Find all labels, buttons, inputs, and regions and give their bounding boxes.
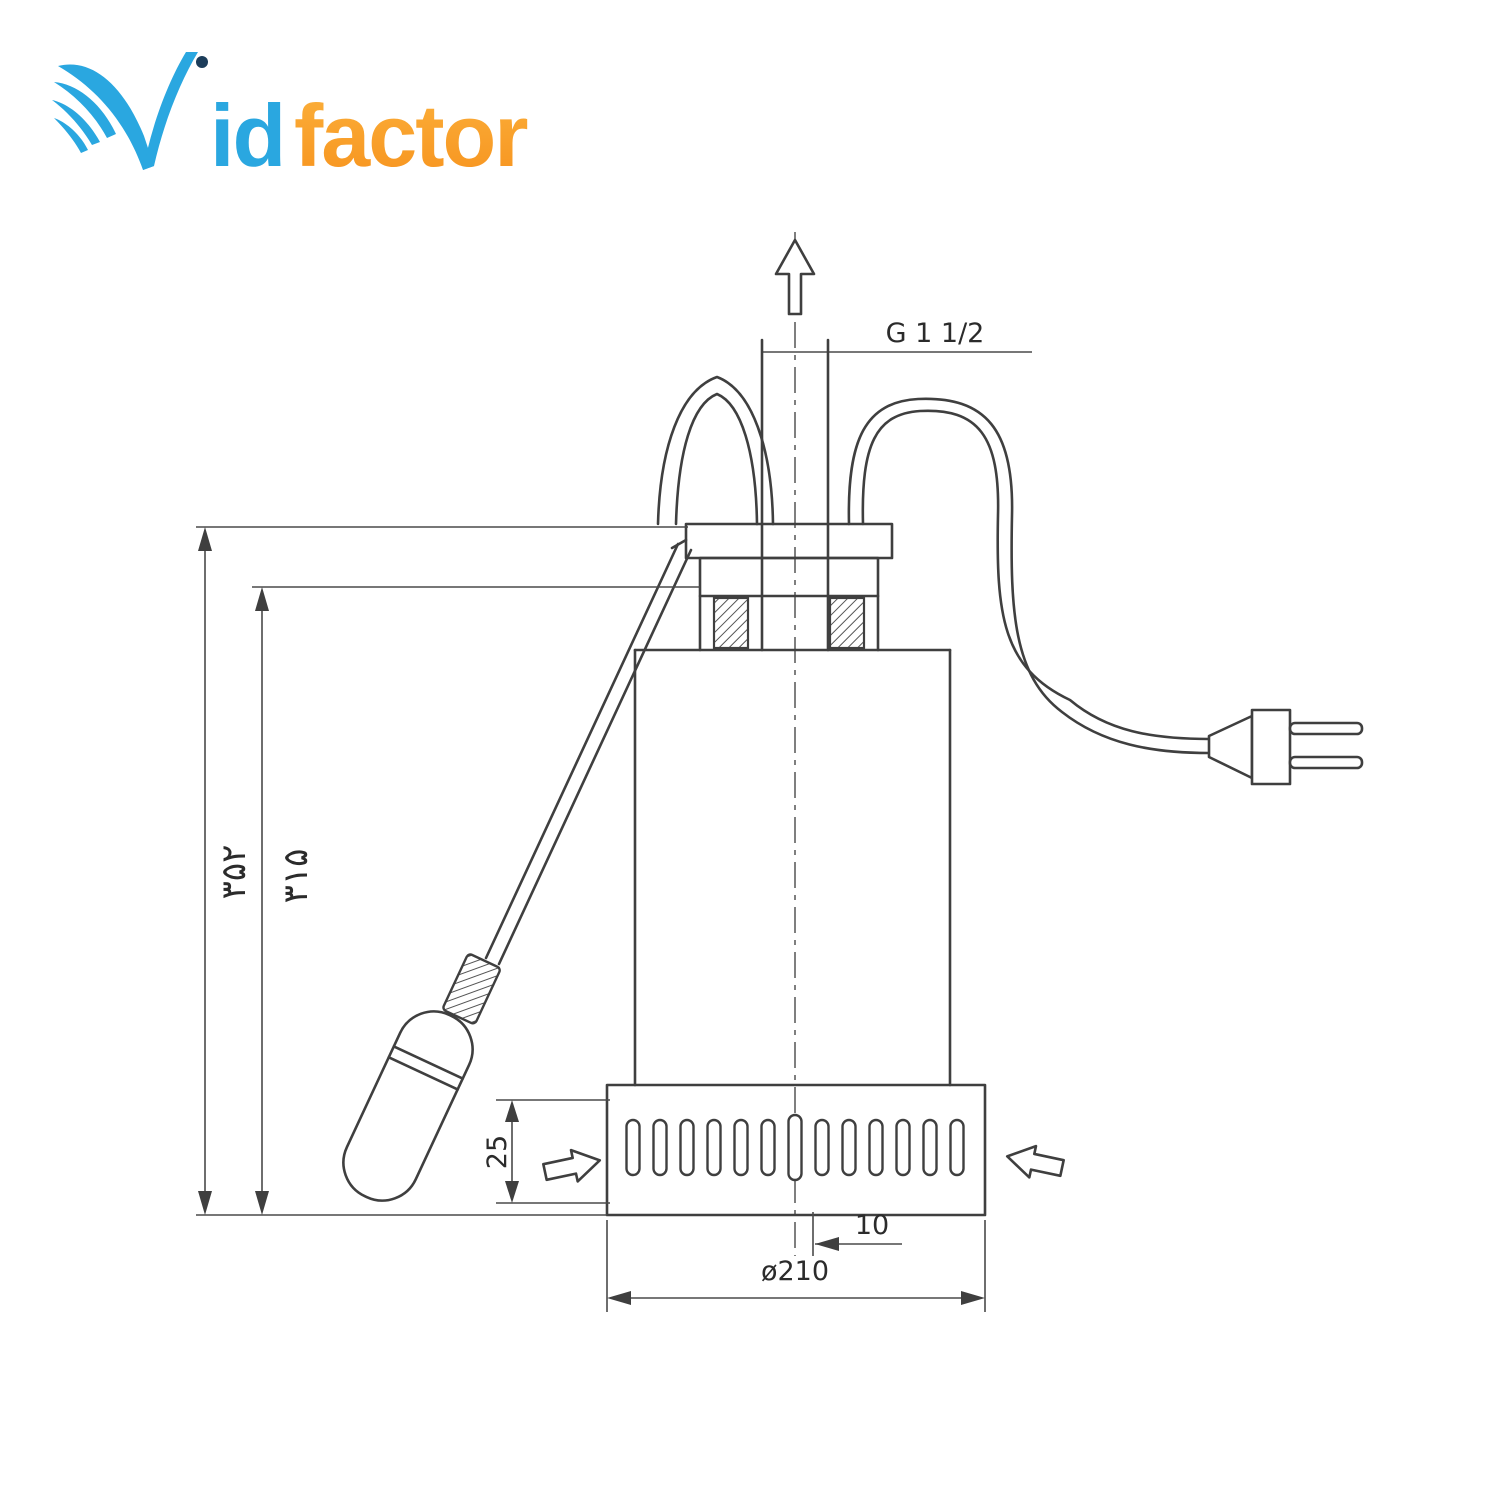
suction-strainer bbox=[605, 1083, 987, 1217]
arrowhead-up bbox=[505, 1100, 519, 1122]
float-capsule bbox=[342, 1010, 474, 1202]
float-cable-gland bbox=[442, 953, 501, 1025]
cap-band-upper bbox=[684, 522, 894, 560]
float-switch bbox=[342, 538, 693, 1202]
strainer-slot-center bbox=[787, 1113, 803, 1182]
arrowhead-down bbox=[198, 1191, 212, 1215]
logo-text-id: id bbox=[210, 86, 284, 185]
base-diameter-dimension: ø210 bbox=[606, 1220, 986, 1312]
logo-bird-eye bbox=[196, 56, 208, 68]
inlet-height-label: 25 bbox=[482, 1135, 513, 1169]
handle-outer bbox=[656, 375, 775, 526]
logo-text-factor: factor bbox=[294, 86, 527, 185]
cap-band-lower bbox=[698, 556, 880, 598]
strainer-housing bbox=[605, 1083, 987, 1217]
discharge-thread-dimension: G 1 1/2 bbox=[762, 318, 1032, 364]
base-diameter-label: ø210 bbox=[761, 1256, 829, 1287]
plug-pin-bottom bbox=[1288, 755, 1364, 770]
float-band-1 bbox=[392, 1045, 465, 1080]
arrowhead-right bbox=[961, 1291, 985, 1305]
gland-body bbox=[442, 953, 501, 1025]
cable-line-inner bbox=[861, 409, 1211, 741]
strainer-slot bbox=[760, 1118, 776, 1177]
pump-top-cap bbox=[684, 522, 894, 652]
strainer-slot bbox=[733, 1118, 749, 1177]
pump-body bbox=[633, 648, 952, 1087]
strainer-slot bbox=[679, 1118, 695, 1177]
logo: id factor bbox=[52, 52, 529, 185]
power-cable bbox=[847, 397, 1364, 786]
wing-feather-2 bbox=[52, 100, 100, 145]
cap-seal-left bbox=[712, 596, 750, 650]
plug-body bbox=[1250, 708, 1292, 786]
arrowhead-down bbox=[255, 1191, 269, 1215]
thread-size-label: G 1 1/2 bbox=[886, 318, 985, 349]
arrowhead-up bbox=[198, 527, 212, 551]
drain-offset-label: 10 bbox=[855, 1210, 889, 1241]
plug-boot bbox=[1207, 714, 1254, 780]
float-band-2 bbox=[387, 1056, 459, 1091]
strainer-slot bbox=[652, 1118, 668, 1177]
flow-direction-arrow-icon bbox=[774, 238, 816, 316]
strainer-slot bbox=[868, 1118, 884, 1177]
inlet-arrow-right-icon bbox=[1005, 1144, 1065, 1179]
discharge-pipe bbox=[760, 338, 830, 652]
logo-v-right-leg bbox=[143, 52, 198, 170]
handle-inner bbox=[674, 392, 759, 526]
overall-height-label: ٣۵٢ bbox=[214, 845, 254, 900]
wing-feather-1 bbox=[54, 82, 116, 138]
drain-offset-dimension: 10 bbox=[812, 1210, 902, 1256]
wing-stroke-main bbox=[58, 64, 154, 170]
wing-feather-3 bbox=[54, 118, 88, 153]
strainer-slot bbox=[922, 1118, 938, 1177]
float-cable-line-1 bbox=[484, 542, 680, 960]
strainer-slot bbox=[625, 1118, 641, 1177]
arrowhead-down bbox=[505, 1181, 519, 1203]
cable-line-outer bbox=[847, 397, 1211, 755]
arrowhead-up bbox=[255, 587, 269, 611]
cap-seal-right bbox=[828, 596, 866, 650]
body-height-label: ٣١۵ bbox=[276, 849, 316, 904]
float-body bbox=[342, 1010, 474, 1202]
strainer-slot bbox=[949, 1118, 965, 1177]
arrowhead-left bbox=[815, 1237, 839, 1251]
strainer-slot bbox=[841, 1118, 857, 1177]
strainer-slot bbox=[895, 1118, 911, 1177]
inlet-height-dimension: 25 bbox=[482, 1099, 610, 1204]
logo-bird-wing-icon bbox=[52, 52, 208, 170]
carry-handle bbox=[656, 375, 775, 526]
arrowhead-left bbox=[607, 1291, 631, 1305]
inlet-arrow-left-icon bbox=[542, 1148, 602, 1183]
strainer-slot bbox=[706, 1118, 722, 1177]
float-cable-line-2 bbox=[497, 548, 693, 966]
plug-pin-top bbox=[1288, 721, 1364, 736]
strainer-slot bbox=[814, 1118, 830, 1177]
body-height-dimension: ٣١۵ bbox=[252, 586, 700, 1215]
overall-height-dimension: ٣۵٢ bbox=[196, 526, 688, 1216]
power-plug bbox=[1207, 708, 1364, 786]
